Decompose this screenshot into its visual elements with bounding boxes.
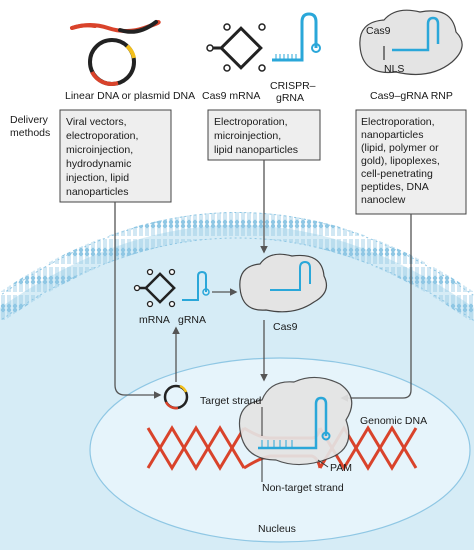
plasmid-dna-icon [88, 38, 136, 86]
box-dna-line: hydrodynamic [66, 158, 131, 170]
box-rnp-line: nanoclew [361, 194, 406, 206]
box-dna-line: microinjection, [66, 144, 133, 156]
rnp-cas9-label: Cas9 [366, 25, 391, 37]
box-mrna-line: microinjection, [214, 130, 281, 142]
mrna-source-label: Cas9 mRNA [202, 90, 260, 102]
grna-source-label-1: CRISPR– [270, 80, 316, 92]
box-dna-line: injection, lipid [66, 172, 129, 184]
box-rnp-line: peptides, DNA [361, 181, 429, 193]
delivery-label-2: methods [10, 127, 50, 139]
target-strand-label: Target strand [200, 395, 261, 407]
delivery-box-mrna: Electroporation, microinjection, lipid n… [207, 109, 321, 161]
arrow-rnp-to-nucleus [340, 214, 412, 402]
cyto-grna-label: gRNA [178, 314, 206, 326]
nucleus-plasmid-icon [163, 384, 189, 410]
cell-membrane [0, 212, 474, 324]
bound-cas9-icon [238, 376, 353, 466]
box-rnp-line: (lipid, polymer or [361, 142, 439, 154]
rnp-source-label: Cas9–gRNA RNP [370, 90, 453, 102]
mrna-icon [206, 23, 266, 72]
box-dna-line: electroporation, [66, 130, 138, 142]
box-rnp-line: nanoparticles [361, 129, 423, 141]
cyto-cas9-icon [239, 253, 327, 313]
pam-label: PAM [330, 462, 352, 474]
grna-source-label-2: gRNA [276, 92, 304, 104]
pam-leader [317, 459, 329, 468]
rnp-icon [359, 9, 463, 75]
grna-icon [272, 12, 321, 62]
cyto-grna-icon [182, 270, 210, 301]
box-mrna-line: lipid nanoparticles [214, 144, 298, 156]
delivery-box-dna: Viral vectors, electroporation, microinj… [59, 109, 172, 203]
cyto-mrna-icon [133, 268, 176, 308]
delivery-label-1: Delivery [10, 114, 49, 126]
linear-dna-icon [70, 20, 161, 34]
arrow-dna-to-nucleus [114, 202, 162, 399]
delivery-box-rnp: Electroporation, nanoparticles (lipid, p… [355, 109, 467, 215]
non-target-strand-label: Non-target strand [262, 482, 344, 494]
box-mrna-line: Electroporation, [214, 116, 288, 128]
box-rnp-line: Electroporation, [361, 116, 435, 128]
box-rnp-line: cell-penetrating [361, 168, 433, 180]
genomic-dna-label: Genomic DNA [360, 415, 427, 427]
dna-source-label: Linear DNA or plasmid DNA [65, 90, 195, 102]
cyto-mrna-label: mRNA [139, 314, 170, 326]
box-dna-line: Viral vectors, [66, 116, 127, 128]
cyto-cas9-label: Cas9 [273, 321, 298, 333]
box-dna-line: nanoparticles [66, 186, 128, 198]
nucleus-label: Nucleus [258, 523, 296, 535]
rnp-nls-label: NLS [384, 63, 404, 75]
flow-arrows [114, 160, 412, 402]
box-rnp-line: gold), lipoplexes, [361, 155, 440, 167]
